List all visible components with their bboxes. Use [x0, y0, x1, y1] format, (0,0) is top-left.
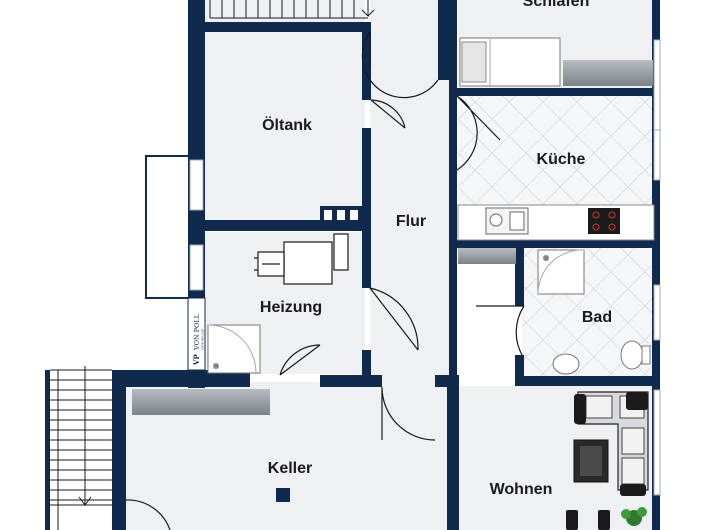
label-keller: Keller [268, 460, 312, 477]
oeltank-vents [320, 206, 364, 231]
plant-icon [621, 507, 647, 526]
label-kueche: Küche [537, 151, 586, 168]
von-poll-logo: VP VON POLL IMMOBILIEN [187, 297, 206, 371]
left-staircase [50, 366, 112, 530]
bathroom-fixtures [537, 249, 651, 375]
toilet [620, 340, 644, 370]
sofa [574, 391, 649, 496]
room-labels: Schlafen Öltank Küche Flur Heizung Bad K… [260, 0, 612, 498]
label-flur: Flur [396, 213, 426, 230]
label-oeltank: Öltank [262, 115, 312, 134]
bed [459, 37, 561, 87]
top-staircase [209, 0, 375, 19]
floor-top-stair [205, 0, 365, 22]
kitchen-counter [457, 204, 655, 241]
walls [45, 0, 660, 530]
balcony-outline [145, 155, 193, 299]
washbasin [552, 353, 580, 375]
windows [189, 39, 661, 496]
doors [124, 31, 525, 530]
label-schlafen: Schlafen [523, 0, 590, 10]
bad-shelf [458, 248, 516, 264]
heizung-shower [207, 324, 261, 374]
logo-sub: IMMOBILIEN [201, 328, 205, 350]
keller-shelf [132, 389, 270, 415]
chairs [566, 510, 610, 530]
schlafen-shelf [563, 60, 653, 86]
cooktop [588, 208, 620, 234]
label-wohnen: Wohnen [490, 481, 553, 498]
coffee-table [573, 439, 609, 483]
keller-column [276, 488, 290, 502]
boiler [254, 233, 349, 285]
logo-monogram: VP [192, 354, 201, 366]
label-bad: Bad [582, 309, 612, 326]
label-heizung: Heizung [260, 299, 322, 316]
floor-oeltank [205, 32, 365, 220]
logo-brand: VON POLL [193, 313, 201, 351]
